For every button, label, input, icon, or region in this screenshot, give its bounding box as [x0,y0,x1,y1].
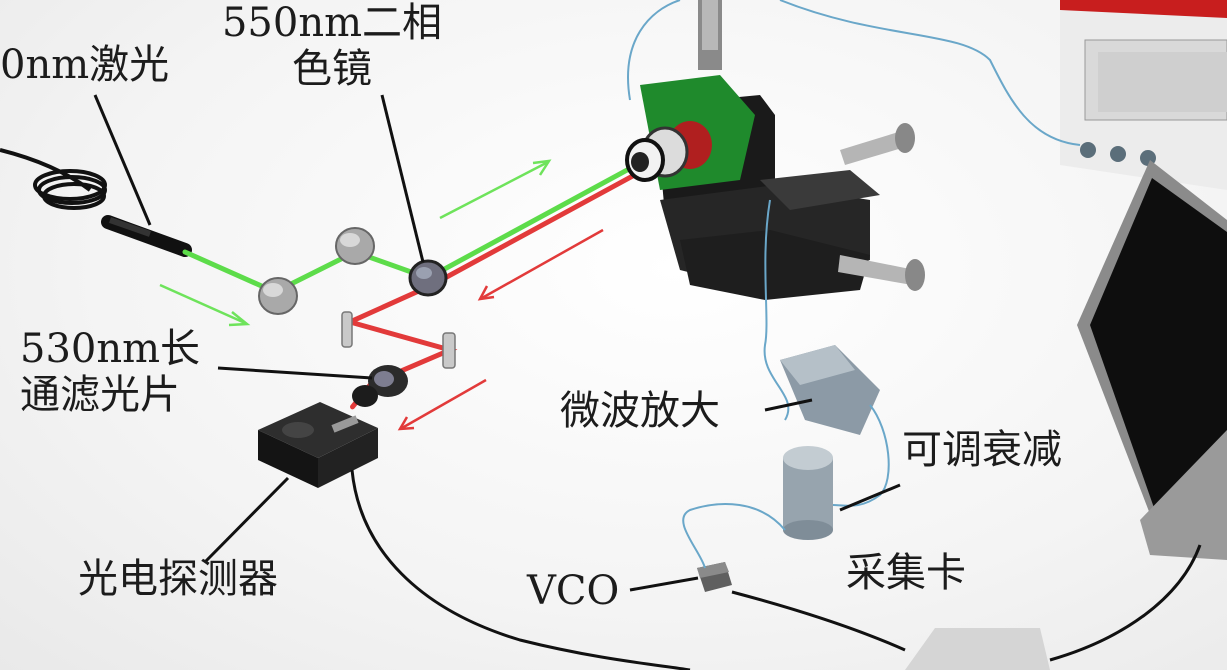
microwave-amplifier [780,345,880,435]
mirror-1 [258,277,298,315]
dichroic-label-line1: 550nm二相 [221,0,443,46]
leader-lines [93,94,901,592]
filter-label-line2: 通滤光片 [20,372,180,418]
filter-label-line1: 530nm长 [20,326,201,372]
amplifier-label: 微波放大 [560,388,720,434]
daq-label: 采集卡 [846,550,966,596]
photodetector [258,402,378,488]
daq-card [905,628,1050,670]
instrument-box [1060,0,1227,190]
attenuator-label: 可调衰减 [902,427,1062,473]
laser-fiber [0,148,107,210]
vco-label: VCO [527,568,620,614]
attenuator [783,446,833,540]
mirror-2 [335,227,375,265]
mirror-4 [442,332,456,369]
green-arrow-lower [159,283,251,327]
laptop [1077,160,1227,560]
detector-label: 光电探测器 [78,556,278,602]
long-pass-filter [352,365,408,407]
mirror-3 [341,311,353,348]
green-arrow-upper [439,159,552,220]
laser-label: 0nm激光 [0,42,170,88]
red-arrow-lower [397,378,487,431]
dichroic-mirror [408,259,448,297]
red-arrow-upper [477,228,604,301]
dichroic-label-line2: 色镜 [292,46,372,92]
black-cables [350,469,1202,670]
vco-module [697,562,732,592]
objective-lens [625,121,712,182]
laser-head [101,215,192,257]
